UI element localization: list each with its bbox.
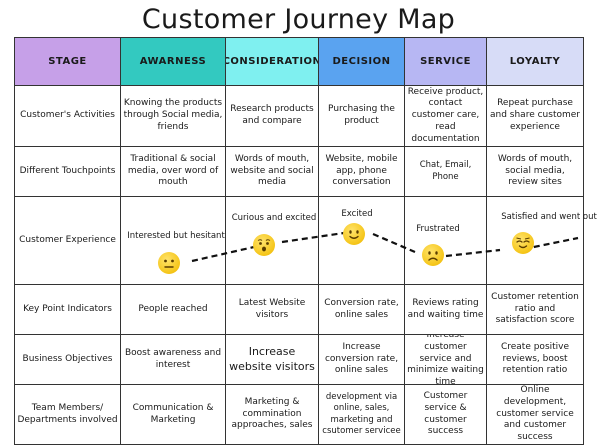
touchpoints-decision: Website, mobile app, phone conversation — [319, 147, 405, 197]
kpi-decision: Conversion rate, online sales — [319, 285, 405, 335]
kpi-consideration: Latest Website visitors — [226, 285, 319, 335]
kpi-awareness: People reached — [121, 285, 226, 335]
activities-service: Receive product, contact customer care, … — [405, 86, 487, 147]
experience-decision-cell — [319, 197, 405, 285]
team-decision: development via online, sales, marketing… — [319, 385, 405, 445]
page-title: Customer Journey Map — [141, 4, 456, 35]
team-service: Customer service & customer success — [405, 385, 487, 445]
row-label-touchpoints: Different Touchpoints — [14, 147, 121, 197]
experience-awareness-cell — [121, 197, 226, 285]
objectives-loyalty: Create positive reviews, boost retention… — [487, 335, 584, 385]
touchpoints-service: Chat, Email, Phone — [405, 147, 487, 197]
header-decision: DECISION — [319, 37, 405, 86]
objectives-consideration: Increase website visitors — [226, 335, 319, 385]
header-service: SERVICE — [405, 37, 487, 86]
header-awareness: AWARNESS — [121, 37, 226, 86]
experience-service-cell — [405, 197, 487, 285]
objectives-service: Increase customer service and minimize w… — [405, 335, 487, 385]
objectives-decision: Increase conversion rate, online sales — [319, 335, 405, 385]
row-label-activities: Customer's Activities — [14, 86, 121, 147]
activities-loyalty: Repeat purchase and share customer exper… — [487, 86, 584, 147]
row-label-experience: Customer Experience — [14, 197, 121, 285]
row-label-team: Team Members/ Departments involved — [14, 385, 121, 445]
activities-decision: Purchasing the product — [319, 86, 405, 147]
kpi-loyalty: Customer retention ratio and satisfactio… — [487, 285, 584, 335]
experience-loyalty-cell — [487, 197, 584, 285]
header-loyalty: LOYALTY — [487, 37, 584, 86]
team-awareness: Communication & Marketing — [121, 385, 226, 445]
header-consideration: CONSIDERATION — [226, 37, 319, 86]
header-stage: STAGE — [14, 37, 121, 86]
touchpoints-awareness: Traditional & social media, over word of… — [121, 147, 226, 197]
activities-consideration: Research products and compare — [226, 86, 319, 147]
experience-consideration-cell — [226, 197, 319, 285]
row-label-objectives: Business Objectives — [14, 335, 121, 385]
objectives-awareness: Boost awareness and interest — [121, 335, 226, 385]
team-consideration: Marketing & commination approaches, sale… — [226, 385, 319, 445]
kpi-service: Reviews rating and waiting time — [405, 285, 487, 335]
touchpoints-loyalty: Words of mouth, social media, review sit… — [487, 147, 584, 197]
team-loyalty: Online development, customer service and… — [487, 385, 584, 445]
activities-awareness: Knowing the products through Social medi… — [121, 86, 226, 147]
touchpoints-consideration: Words of mouth, website and social media — [226, 147, 319, 197]
row-label-kpi: Key Point Indicators — [14, 285, 121, 335]
journey-map-table: STAGE AWARNESS CONSIDERATION DECISION SE… — [14, 37, 584, 445]
